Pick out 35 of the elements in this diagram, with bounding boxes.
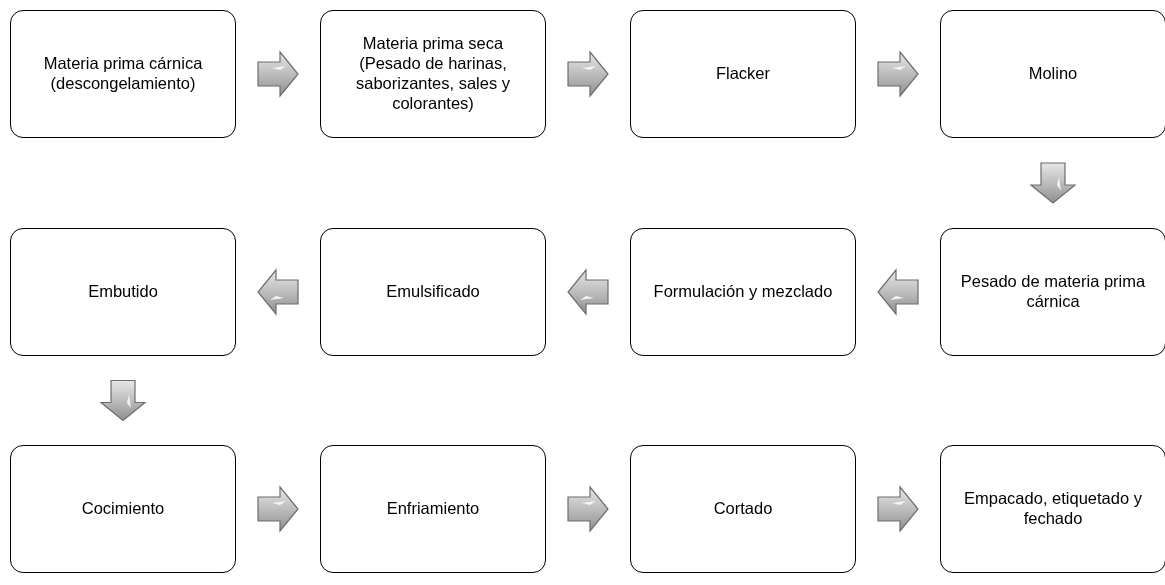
block-arrow <box>877 485 919 533</box>
process-box <box>320 228 546 356</box>
process-box <box>10 445 236 573</box>
step-label: Pesado de materia prima cárnica <box>959 272 1147 312</box>
block-arrow <box>567 485 609 533</box>
step-label: Materia prima cárnica (descongelamiento) <box>42 54 204 94</box>
step-label: Materia prima seca (Pesado de harinas, saborizantes, sales y colorantes) <box>354 34 512 114</box>
block-arrow <box>567 268 609 316</box>
block-arrow <box>877 50 919 98</box>
step-label: Formulación y mezclado <box>653 282 833 302</box>
process-box <box>940 10 1165 138</box>
step-label: Cocimiento <box>81 499 165 519</box>
process-box <box>630 10 856 138</box>
block-arrow <box>877 268 919 316</box>
block-arrow <box>257 50 299 98</box>
step-label: Molino <box>1028 64 1078 84</box>
block-arrow <box>257 268 299 316</box>
block-arrow <box>99 379 147 422</box>
step-label: Emulsificado <box>386 282 480 302</box>
process-box <box>320 10 546 138</box>
process-box <box>940 445 1165 573</box>
process-box <box>630 228 856 356</box>
process-box <box>10 228 236 356</box>
process-box <box>320 445 546 573</box>
block-arrow <box>1029 162 1077 204</box>
step-label: Cortado <box>713 499 773 519</box>
block-arrow <box>567 50 609 98</box>
process-box <box>630 445 856 573</box>
process-box <box>940 228 1165 356</box>
step-label: Flacker <box>715 64 771 84</box>
step-label: Empacado, etiquetado y fechado <box>963 489 1143 529</box>
block-arrow <box>257 485 299 533</box>
step-label: Embutido <box>88 282 158 302</box>
step-label: Enfriamiento <box>386 499 480 519</box>
process-box <box>10 10 236 138</box>
